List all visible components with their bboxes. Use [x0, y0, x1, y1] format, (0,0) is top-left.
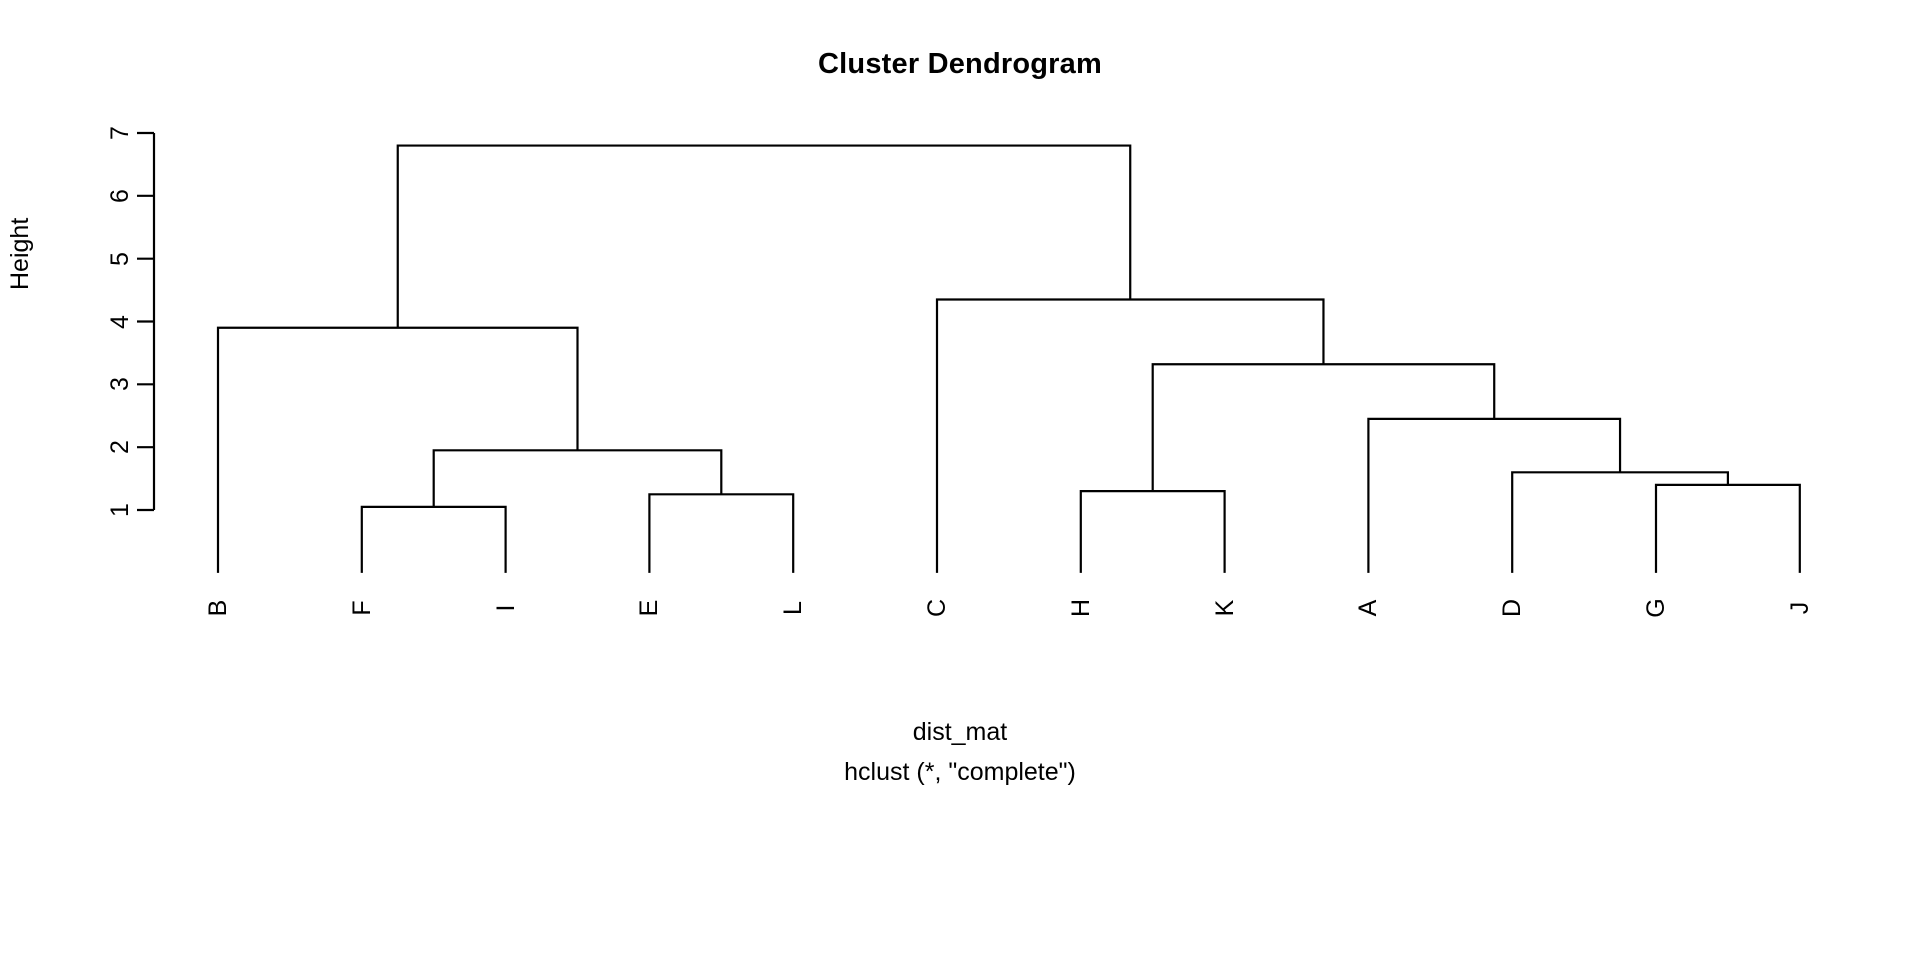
dendrogram-branch: [648, 493, 795, 573]
y-tick-label: 2: [106, 440, 134, 455]
x-axis-label: dist_mat: [912, 718, 1008, 746]
dendrogram-branch: [1511, 471, 1729, 573]
y-tick-label: 5: [106, 251, 134, 266]
leaf-label-d: D: [1498, 598, 1527, 617]
leaf-label-k: K: [1210, 599, 1239, 617]
x-axis-sublabel: hclust (*, "complete"): [844, 758, 1076, 786]
y-tick-label: 7: [106, 126, 134, 140]
dendrogram-branch: [1151, 363, 1496, 492]
leaf-label-f: F: [347, 600, 376, 616]
page-title: Cluster Dendrogram: [818, 48, 1102, 80]
leaf-label-a: A: [1354, 599, 1383, 617]
dendrogram-branch: [1367, 417, 1622, 573]
dendrogram-branch: [396, 144, 1132, 328]
leaf-label-i: I: [491, 604, 520, 612]
leaf-label-g: G: [1642, 598, 1670, 618]
y-tick-label: 3: [106, 377, 134, 392]
leaf-label-h: H: [1066, 598, 1095, 617]
leaf-label-j: J: [1785, 601, 1814, 615]
leaf-label-e: E: [635, 599, 664, 617]
dendrogram-branch: [1654, 483, 1801, 573]
leaf-label-l: L: [779, 600, 808, 615]
y-tick-label: 4: [106, 314, 134, 329]
y-axis: [137, 131, 156, 512]
y-tick-label: 6: [106, 188, 134, 203]
dendrogram-branch: [432, 449, 723, 507]
dendrogram-tree: [216, 144, 1801, 573]
dendrogram-branch: [1079, 490, 1226, 573]
y-tick-label: 1: [106, 503, 134, 517]
x-axis-caption: dist_mat hclust (*, "complete"): [0, 712, 1920, 792]
dendrogram-branch: [935, 298, 1325, 573]
dendrogram-branch: [360, 505, 507, 573]
leaf-label-c: C: [923, 598, 951, 617]
leaf-label-b: B: [204, 599, 232, 617]
